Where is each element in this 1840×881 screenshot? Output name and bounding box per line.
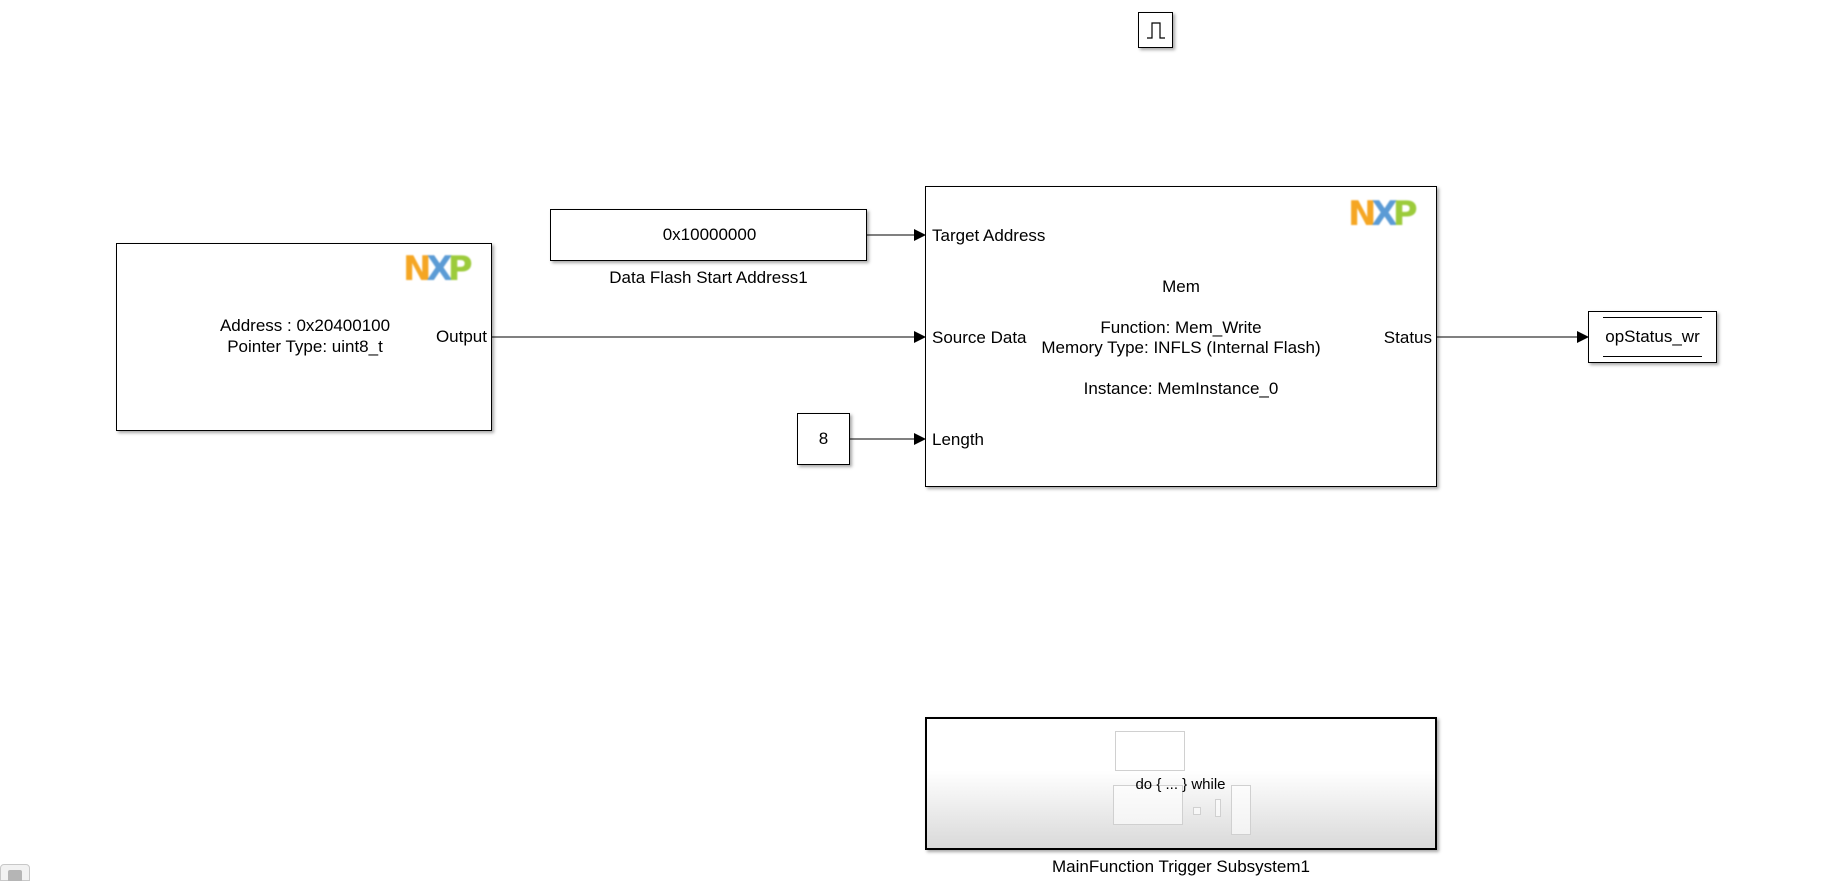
source-data-port-label: Source Data bbox=[932, 328, 1027, 347]
subsystem-inner-text: do { ... } while bbox=[1135, 776, 1226, 793]
status-port-label: Status bbox=[1383, 328, 1432, 347]
length-constant-block[interactable]: 8 bbox=[797, 413, 850, 465]
subsystem-preview-block bbox=[1115, 731, 1185, 771]
mem-instance-text: Instance: MemInstance_0 bbox=[1083, 379, 1279, 398]
mem-title: Mem bbox=[1162, 277, 1200, 296]
subsystem-caption: MainFunction Trigger Subsystem1 bbox=[1052, 857, 1310, 876]
goto-top-line bbox=[1603, 317, 1702, 318]
output-port-label: Output bbox=[435, 327, 487, 346]
subsystem-preview-block bbox=[1215, 799, 1221, 817]
target-address-port-label: Target Address bbox=[932, 226, 1046, 245]
goto-tag-text: opStatus_wr bbox=[1605, 327, 1700, 346]
nxp-logo: NXP bbox=[403, 249, 473, 289]
mem-block[interactable]: NXP Target Address Source Data Length St… bbox=[925, 186, 1437, 487]
subsystem-preview-block bbox=[1193, 807, 1201, 815]
address-constant-block[interactable]: 0x10000000 bbox=[550, 209, 867, 261]
pointer-block[interactable]: NXP Address : 0x20400100 Pointer Type: u… bbox=[116, 243, 492, 431]
length-port-label: Length bbox=[932, 430, 984, 449]
database-icon[interactable] bbox=[0, 864, 30, 881]
nxp-logo: NXP bbox=[1348, 194, 1418, 234]
goto-block[interactable]: opStatus_wr bbox=[1588, 311, 1717, 363]
address-constant-caption: Data Flash Start Address1 bbox=[609, 268, 808, 287]
goto-bottom-line bbox=[1603, 356, 1702, 357]
trigger-subsystem-block[interactable]: do { ... } while bbox=[925, 717, 1437, 850]
subsystem-preview-block bbox=[1231, 785, 1251, 835]
address-constant-value: 0x10000000 bbox=[662, 225, 757, 244]
subsystem-preview-block bbox=[1113, 785, 1183, 825]
mem-memory-type-text: Memory Type: INFLS (Internal Flash) bbox=[1041, 338, 1321, 357]
pointer-type-text: Pointer Type: uint8_t bbox=[227, 337, 383, 356]
length-constant-value: 8 bbox=[818, 429, 829, 448]
pulse-generator-block[interactable] bbox=[1138, 12, 1173, 48]
pointer-address-text: Address : 0x20400100 bbox=[219, 316, 391, 335]
mem-function-text: Function: Mem_Write bbox=[1100, 318, 1262, 337]
pulse-icon bbox=[1147, 22, 1165, 39]
